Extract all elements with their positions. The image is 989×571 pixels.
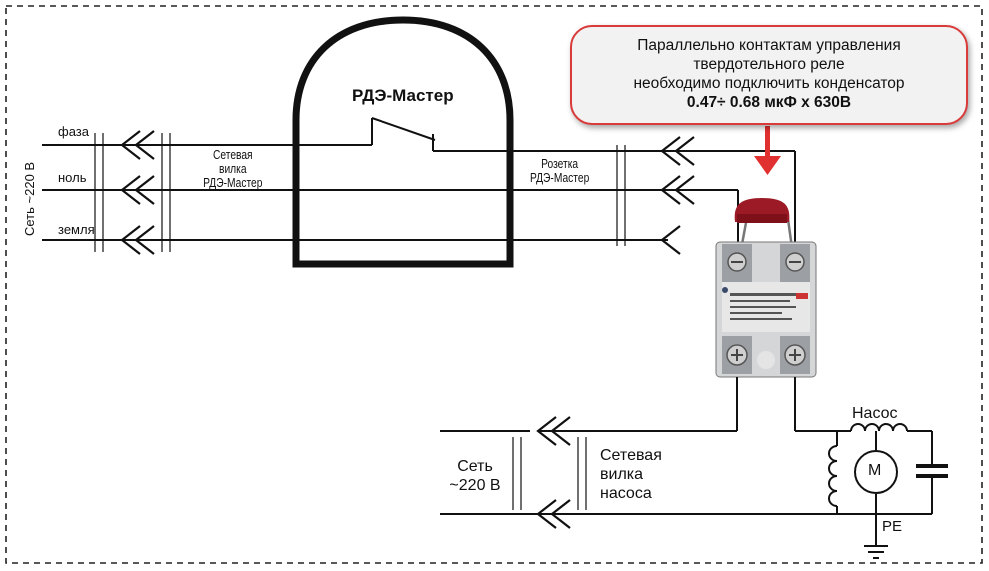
- ground-symbol: [864, 545, 888, 559]
- phase-label: фаза: [58, 124, 89, 139]
- pe-label: PE: [882, 518, 903, 535]
- capacitor-note: Параллельно контактам управления твердот…: [570, 25, 968, 125]
- pump-plug-label: Сетевая вилка насоса: [600, 446, 662, 503]
- ground-label: земля: [58, 222, 95, 237]
- note-line4: 0.47÷ 0.68 мкФ х 630В: [686, 94, 852, 111]
- pump-plug-line3: насоса: [600, 485, 652, 502]
- rde-socket-bars: [616, 145, 626, 246]
- rde-housing: [292, 16, 514, 268]
- rde-socket-line1: Розетка: [541, 157, 579, 171]
- rde-plug-line2: вилка: [219, 162, 247, 176]
- mains-bottom-line2: ~220 В: [449, 477, 501, 494]
- rde-plug-label: Сетевая вилка РДЭ-Мастер: [200, 148, 266, 190]
- pump-plug-line1: Сетевая: [600, 447, 662, 464]
- pump-capacitor-plates: [916, 464, 948, 478]
- rde-socket-label: Розетка РДЭ-Мастер: [526, 157, 593, 185]
- load-wires: [440, 377, 837, 515]
- motor-label: M: [868, 462, 882, 479]
- pump-circuit: [828, 423, 933, 546]
- mains-wires-top: [42, 117, 795, 241]
- motor-circle: [854, 450, 898, 494]
- rde-socket-chevrons: [660, 136, 695, 255]
- rde-title: РДЭ-Мастер: [352, 86, 454, 105]
- note-arrow: [754, 126, 781, 175]
- rde-plug-chevrons: [120, 130, 155, 255]
- mains-left-side-label: Сеть ~220 В: [22, 161, 37, 236]
- pump-label: Насос: [852, 405, 898, 422]
- dashed-frame: [5, 5, 983, 564]
- note-line3: необходимо подключить конденсатор: [633, 75, 905, 92]
- mains-bottom-line1: Сеть: [457, 458, 493, 475]
- mains-bottom-label: Сеть ~220 В: [440, 457, 510, 495]
- neutral-label: ноль: [58, 170, 87, 185]
- rde-plug-line1: Сетевая: [212, 148, 253, 162]
- rde-socket-line2: РДЭ-Мастер: [529, 171, 590, 185]
- pump-plug-chevrons: [536, 416, 571, 529]
- rde-plug-bars: [94, 133, 171, 252]
- pump-plug-line2: вилка: [600, 466, 644, 483]
- solid-state-relay: [715, 241, 817, 378]
- note-line1: Параллельно контактам управления: [637, 37, 901, 54]
- note-line2: твердотельного реле: [693, 56, 845, 73]
- pump-plug-bars: [512, 437, 587, 510]
- rde-plug-line3: РДЭ-Мастер: [203, 176, 263, 190]
